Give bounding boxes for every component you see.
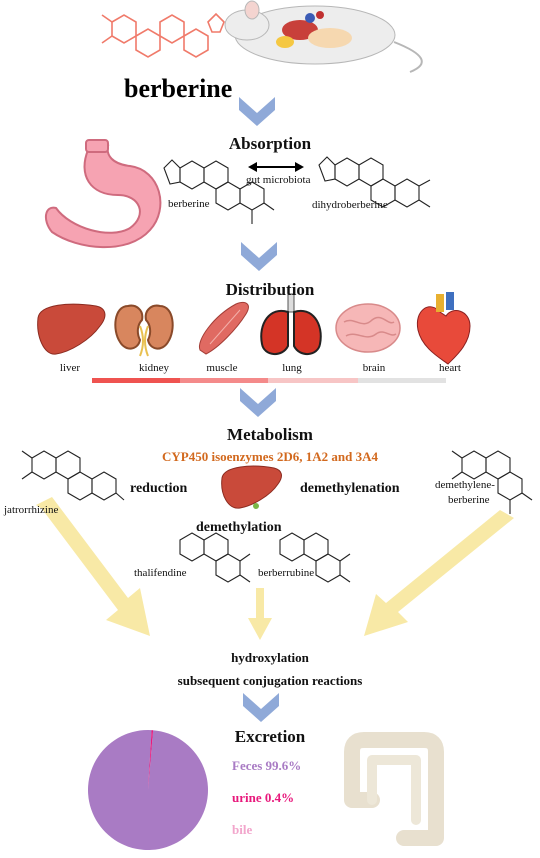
chevron-down-icon <box>240 388 276 417</box>
dihydroberberine-structure-icon <box>318 156 431 208</box>
organ-label-heart: heart <box>439 362 461 374</box>
yellow-arrow-left <box>36 497 150 636</box>
hydroxylation-label: hydroxylation <box>231 650 309 665</box>
organ-label-brain: brain <box>362 362 386 374</box>
stage-excretion: Excretion <box>234 727 306 746</box>
thalifendine-label: thalifendine <box>134 567 187 579</box>
chevron-down-icon <box>243 693 279 722</box>
liver-icon <box>221 465 282 509</box>
muscle-icon <box>198 301 249 355</box>
stage-distribution: Distribution <box>225 280 315 299</box>
enzyme-label: CYP450 isoenzymes 2D6, 1A2 and 3A4 <box>162 449 378 464</box>
chevron-down-icon <box>241 242 277 271</box>
stage-absorption: Absorption <box>228 134 312 153</box>
conjugation-label: subsequent conjugation reactions <box>177 673 363 688</box>
organ-label-lung: lung <box>282 362 302 374</box>
liver-icon <box>37 303 106 355</box>
main-title: berberine <box>124 74 233 103</box>
pie-slice-feces <box>87 730 208 850</box>
distribution-bar <box>92 378 446 383</box>
conversion-double-arrow <box>248 162 304 172</box>
pie-slice-urine <box>148 730 154 790</box>
berberine-label: berberine <box>168 198 210 210</box>
organ-label-liver: liver <box>59 362 81 374</box>
yellow-arrow-right <box>364 510 514 636</box>
gut-microbiota-label: gut microbiota <box>246 174 311 186</box>
chevron-down-icon <box>239 97 275 126</box>
berberine-structure-icon <box>163 159 275 224</box>
urine-legend: urine 0.4% <box>232 790 295 805</box>
berberrubine-label: berberrubine <box>258 567 315 579</box>
heart-icon <box>416 292 471 365</box>
berberine-structure-red-icon <box>101 12 225 58</box>
stage-metabolism: Metabolism <box>227 425 313 444</box>
demethylation-label: demethylation <box>196 520 282 535</box>
kidney-icon <box>114 304 174 357</box>
organ-label-muscle: muscle <box>206 362 238 374</box>
organ-label-kidney: kidney <box>139 362 169 374</box>
demethyleneberberine-structure-icon <box>451 450 533 514</box>
demethylenation-label: demethylenation <box>300 481 400 496</box>
stomach-icon <box>44 139 162 249</box>
thalifendine-structure-icon <box>179 532 251 583</box>
jatrorrhizine-structure-icon <box>21 450 125 501</box>
lung-icon <box>260 293 322 355</box>
demethylene-label: demethylene- <box>435 479 495 491</box>
berberine-metabolite-label: berberine <box>448 494 490 506</box>
excretion-pie-chart <box>87 730 208 850</box>
feces-legend: Feces 99.6% <box>232 758 302 773</box>
intestine-icon <box>344 732 444 846</box>
brain-icon <box>335 303 401 353</box>
rat-illustration <box>224 0 423 73</box>
jatrorrhizine-label: jatrorrhizine <box>4 504 59 516</box>
berberrubine-structure-icon <box>279 532 351 583</box>
bile-legend: bile <box>232 822 253 837</box>
yellow-arrow-center <box>248 588 272 640</box>
dihydroberberine-label: dihydroberberine <box>312 199 388 211</box>
reduction-label: reduction <box>130 481 188 496</box>
